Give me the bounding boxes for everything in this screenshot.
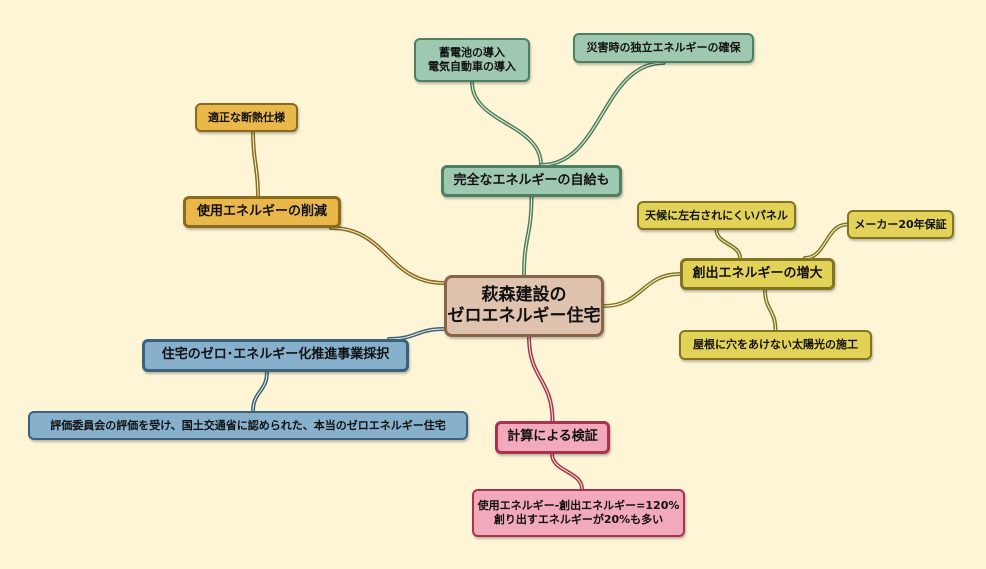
link-root-b-calc-inner (528, 336, 553, 422)
link-root-b-zeh-inner (388, 328, 445, 340)
leaf-weather-panel[interactable]: 天候に左右されにくいパネル (637, 201, 796, 230)
link-b-zeh-c-eval-inner (252, 371, 268, 412)
branch-reduce-energy[interactable]: 使用エネルギーの削減 (183, 196, 341, 228)
link-b-self-c-battery-inner (471, 81, 542, 166)
link-b-create-c-warranty-inner (804, 224, 848, 259)
branch-create-energy[interactable]: 創出エネルギーの増大 (680, 258, 835, 290)
link-b-create-c-weather-inner (716, 229, 741, 259)
link-b-reduce-c-insul-inner (252, 131, 259, 197)
branch-zeh-program[interactable]: 住宅のゼロ･エネルギー化推進事業採択 (142, 339, 409, 372)
leaf-disaster-energy[interactable]: 災害時の独立エネルギーの確保 (573, 33, 754, 63)
leaf-120-percent[interactable]: 使用エネルギー-創出エネルギー=120% 創り出すエネルギーが20%も多い (472, 489, 685, 537)
leaf-warranty[interactable]: メーカー20年保証 (847, 210, 954, 239)
link-root-b-self-inner (523, 196, 532, 276)
link-root-b-reduce-inner (330, 227, 445, 284)
leaf-insulation[interactable]: 適正な断熱仕様 (195, 103, 298, 132)
leaf-battery-ev[interactable]: 蓄電池の導入 電気自動車の導入 (414, 38, 530, 82)
leaf-evaluation[interactable]: 評価委員会の評価を受け、国土交通省に認められた、本当のゼロエネルギー住宅 (28, 411, 468, 440)
link-root-b-create-inner (603, 273, 681, 307)
link-b-self-c-disaster-inner (540, 62, 664, 166)
leaf-roof-install[interactable]: 屋根に穴をあけない太陽光の施工 (679, 330, 872, 360)
branch-calculation[interactable]: 計算による検証 (495, 421, 610, 454)
link-b-create-c-roof-inner (764, 289, 776, 331)
root-node[interactable]: 萩森建設の ゼロエネルギー住宅 (444, 275, 604, 337)
branch-self-sufficiency[interactable]: 完全なエネルギーの自給も (441, 165, 622, 197)
link-b-calc-c-120-inner (551, 453, 583, 490)
